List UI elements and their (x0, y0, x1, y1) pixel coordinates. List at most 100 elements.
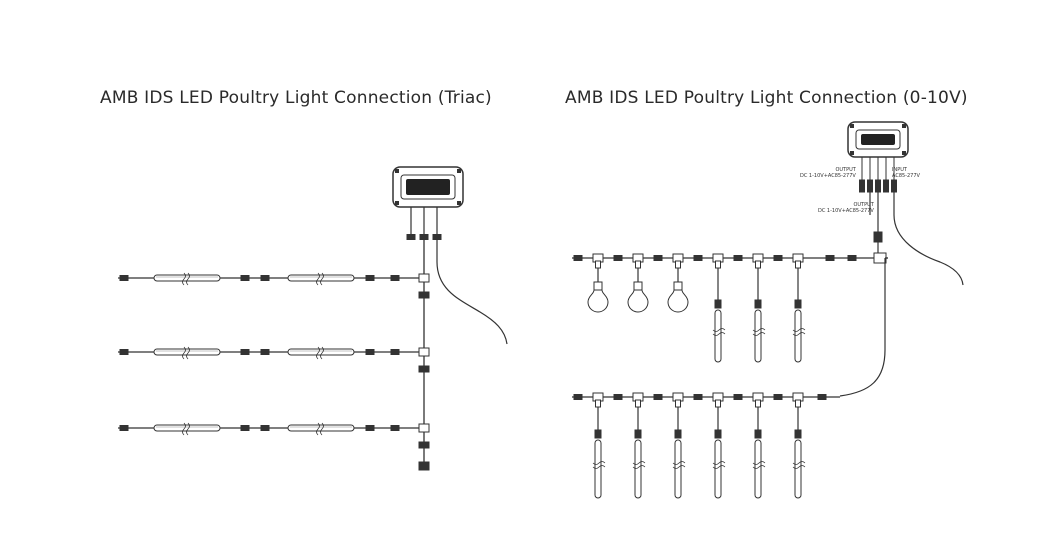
t-connector (752, 392, 764, 408)
controller-ear (395, 201, 399, 205)
led-tube-vertical (712, 309, 726, 363)
connector (867, 179, 873, 193)
led-tube (287, 272, 355, 286)
connector (883, 179, 889, 193)
t-connector (632, 253, 644, 269)
led-tube-vertical (752, 439, 766, 499)
tube-body (674, 439, 682, 499)
tee-stem (635, 399, 641, 408)
bulb-socket (633, 281, 643, 291)
connector (817, 394, 827, 400)
bulb-glass (667, 289, 689, 313)
t-connector (418, 347, 430, 357)
bulb-socket (593, 281, 603, 291)
tube-body (754, 309, 762, 363)
break-mark (712, 461, 726, 465)
inline-connector (418, 365, 430, 373)
connector (891, 179, 897, 193)
break-mark (792, 328, 806, 332)
t-connector (752, 253, 764, 269)
break-mark (632, 461, 646, 465)
t-connector (592, 392, 604, 408)
connector (260, 349, 270, 355)
controller-ear (850, 151, 854, 155)
led-bulb (667, 268, 689, 313)
connector (260, 425, 270, 431)
connector (119, 349, 129, 355)
led-tube (287, 346, 355, 360)
break-mark (316, 346, 320, 360)
connector (573, 394, 583, 400)
connector (873, 231, 883, 243)
bulb-glass (627, 289, 649, 313)
break-mark (186, 272, 190, 286)
tube-body (594, 439, 602, 499)
tee-stem (755, 260, 761, 269)
connector (773, 255, 783, 261)
connector (406, 234, 416, 240)
connector (390, 349, 400, 355)
connector (365, 425, 375, 431)
break-mark (792, 461, 806, 465)
inline-connector (418, 441, 430, 449)
controller-ear (902, 124, 906, 128)
break-mark (752, 461, 766, 465)
break-mark (752, 328, 766, 332)
link-cable (839, 349, 886, 397)
controller-box (392, 166, 464, 208)
tube-body (794, 309, 802, 363)
connector (733, 394, 743, 400)
break-mark (182, 422, 186, 436)
end-cap (418, 461, 430, 471)
connector (240, 425, 250, 431)
connector (693, 394, 703, 400)
break-mark (182, 346, 186, 360)
break-mark (320, 346, 324, 360)
break-mark (712, 328, 726, 332)
power-cable (893, 214, 964, 286)
bulb-glass (587, 289, 609, 313)
tee-stem (715, 399, 721, 408)
t-connector (672, 253, 684, 269)
controller-screen (861, 134, 895, 145)
break-mark (186, 346, 190, 360)
tee-stem (755, 399, 761, 408)
connector (794, 429, 802, 439)
break-mark (752, 465, 766, 469)
connector (365, 275, 375, 281)
tee-stem (595, 399, 601, 408)
tube-body (714, 439, 722, 499)
controller-ear (457, 169, 461, 173)
led-tube (153, 346, 221, 360)
tee-stem (795, 260, 801, 269)
break-mark (316, 422, 320, 436)
connector (240, 349, 250, 355)
tube-body (714, 309, 722, 363)
connector (847, 255, 857, 261)
power-cable (436, 261, 508, 345)
controller-ear (850, 124, 854, 128)
led-tube-vertical (632, 439, 646, 499)
connector (119, 275, 129, 281)
diagram-title-triac: AMB IDS LED Poultry Light Connection (Tr… (100, 88, 492, 108)
connector (754, 299, 762, 309)
tee-stem (635, 260, 641, 269)
connector (594, 429, 602, 439)
controller-box (847, 121, 909, 158)
break-mark (320, 422, 324, 436)
break-mark (186, 422, 190, 436)
tee-stem (675, 399, 681, 408)
tube-body (634, 439, 642, 499)
t-connector (632, 392, 644, 408)
led-bulb (627, 268, 649, 313)
break-mark (592, 465, 606, 469)
connector (653, 394, 663, 400)
break-mark (752, 332, 766, 336)
led-tube-vertical (792, 439, 806, 499)
t-connector (592, 253, 604, 269)
led-tube (153, 272, 221, 286)
connector (714, 429, 722, 439)
tee-stem (795, 399, 801, 408)
connector (365, 349, 375, 355)
